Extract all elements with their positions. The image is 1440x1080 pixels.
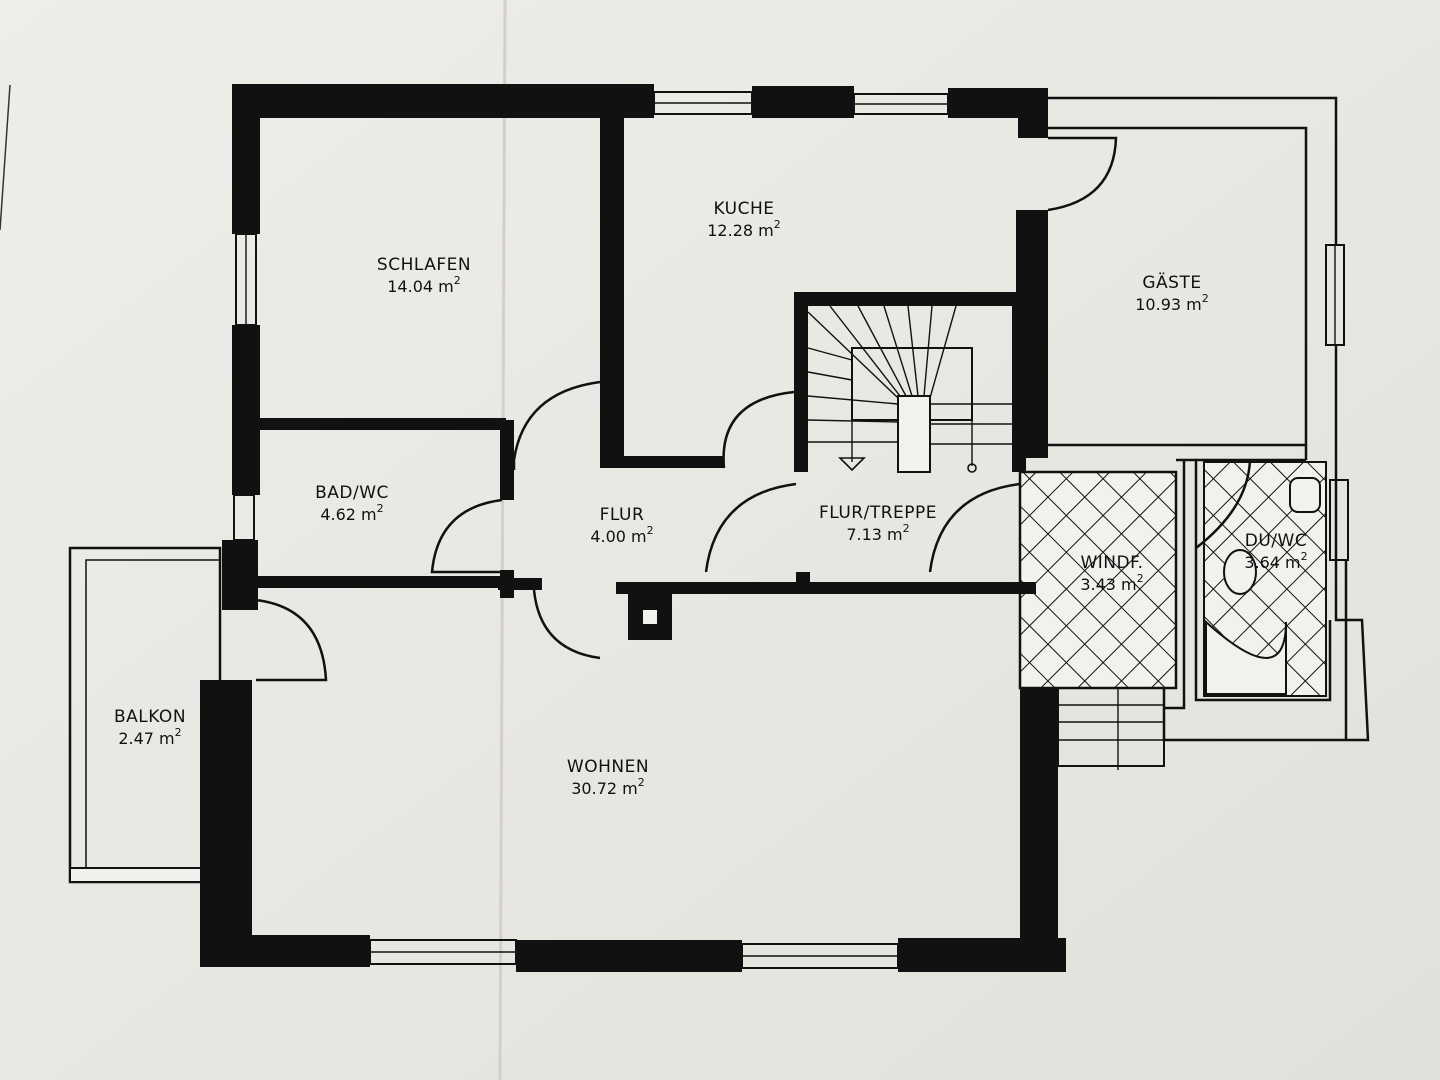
interior-walls (240, 118, 1036, 640)
tiled-floor-windfang (1018, 470, 1178, 690)
room-label-flur-treppe: FLUR/TREPPE (819, 503, 937, 523)
room-area-flur-treppe: 7.13 m2 (846, 522, 909, 544)
room-label-du-wc: DU/WC (1245, 531, 1307, 551)
room-area-value: 14.04 m (387, 277, 453, 296)
room-area-balkon: 2.47 m2 (118, 726, 181, 748)
area-exponent: 2 (175, 726, 182, 739)
outer-walls (200, 84, 1066, 972)
margin-line (0, 84, 11, 231)
room-label-windf: WINDF. (1080, 553, 1143, 573)
area-exponent: 2 (638, 776, 645, 789)
room-area-windf: 3.43 m2 (1080, 572, 1143, 594)
area-exponent: 2 (1301, 550, 1308, 563)
room-area-value: 2.47 m (118, 729, 174, 748)
guest-wing-walls (1044, 96, 1370, 742)
area-exponent: 2 (647, 524, 654, 537)
room-label-kuche: KUCHE (713, 199, 774, 219)
room-area-schlafen: 14.04 m2 (387, 274, 460, 296)
area-exponent: 2 (454, 274, 461, 287)
staircase (807, 305, 1012, 473)
room-label-flur: FLUR (600, 505, 645, 525)
doors (255, 136, 1252, 682)
sink-icon (1289, 477, 1321, 513)
room-area-value: 4.62 m (320, 505, 376, 524)
shower-icon (1205, 619, 1287, 695)
room-area-value: 3.64 m (1244, 553, 1300, 572)
room-area-flur: 4.00 m2 (590, 524, 653, 546)
toilet-icon (1223, 549, 1257, 595)
room-area-wohnen: 30.72 m2 (571, 776, 644, 798)
room-area-value: 30.72 m (571, 779, 637, 798)
room-area-value: 7.13 m (846, 525, 902, 544)
room-area-bad-wc: 4.62 m2 (320, 502, 383, 524)
room-label-wohnen: WOHNEN (567, 757, 649, 777)
room-area-value: 4.00 m (590, 527, 646, 546)
area-exponent: 2 (1137, 572, 1144, 585)
room-label-schlafen: SCHLAFEN (377, 255, 471, 275)
room-area-value: 12.28 m (707, 221, 773, 240)
room-area-du-wc: 3.64 m2 (1244, 550, 1307, 572)
area-exponent: 2 (903, 522, 910, 535)
room-area-value: 3.43 m (1080, 575, 1136, 594)
paper-fold (498, 0, 507, 1080)
room-label-gaste: GÄSTE (1142, 272, 1201, 293)
room-area-value: 10.93 m (1135, 295, 1201, 314)
room-area-gaste: 10.93 m2 (1135, 292, 1208, 314)
area-exponent: 2 (1202, 292, 1209, 305)
area-exponent: 2 (377, 502, 384, 515)
sanitary-fixtures (1205, 477, 1321, 695)
area-exponent: 2 (774, 218, 781, 231)
room-area-kuche: 12.28 m2 (707, 218, 780, 240)
room-label-balkon: BALKON (114, 707, 186, 727)
room-label-bad-wc: BAD/WC (315, 483, 389, 503)
